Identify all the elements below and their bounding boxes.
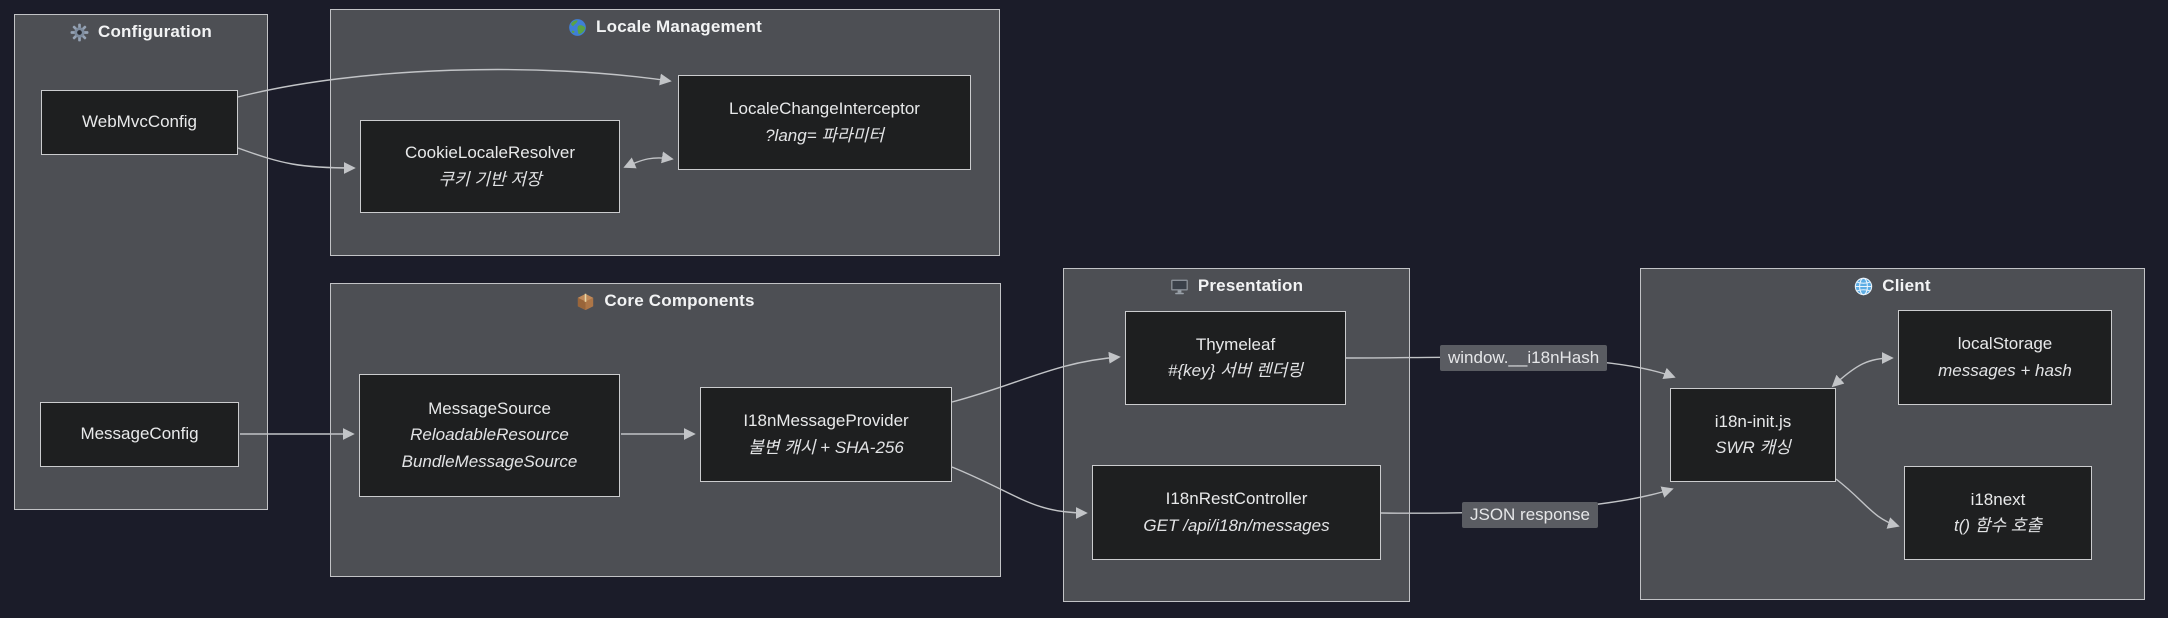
globe-meridians-icon (1854, 277, 1873, 296)
group-title-label: Presentation (1197, 276, 1304, 295)
monitor-icon (1170, 277, 1189, 296)
node-label: I18nMessageProvider (743, 411, 909, 431)
node-note: ReloadableResource (410, 425, 569, 445)
node-label: MessageConfig (80, 424, 199, 444)
node-label: Thymeleaf (1195, 334, 1276, 354)
node-note: SWR 캐싱 (1715, 438, 1791, 457)
group-title-label: Locale Management (596, 17, 762, 36)
edge-i18ninit-localstorage (1831, 352, 1894, 388)
node-messagesource: MessageSource ReloadableResource BundleM… (359, 374, 620, 497)
edge-cookielocaleresolver-localechangeinterceptor (623, 151, 674, 169)
node-cookielocaleresolver: CookieLocaleResolver 쿠키 기반 저장 (360, 120, 620, 213)
globe-icon (568, 18, 587, 37)
edge-webmvcconfig-localechangeinterceptor (237, 68, 672, 98)
node-note: ?lang= 파라미터 (765, 125, 884, 145)
group-title-label: Core Components (604, 291, 755, 310)
group-presentation-title: Presentation (1064, 276, 1409, 296)
edge-i18ninit-i18next (1835, 478, 1900, 529)
node-label: CookieLocaleResolver (404, 143, 576, 163)
group-client-title: Client (1641, 276, 2144, 296)
group-title-label: Configuration (97, 22, 213, 41)
node-localstorage: localStorage messages + hash (1898, 310, 2112, 405)
node-label: i18n-init.js (1714, 411, 1792, 431)
edge-i18nmessageprovider-thymeleaf (951, 351, 1121, 403)
package-icon (576, 292, 595, 311)
node-i18next: i18next t() 함수 호출 (1904, 466, 2092, 560)
node-label: LocaleChangeInterceptor (729, 99, 920, 119)
node-label: WebMvcConfig (82, 112, 197, 132)
edge-label-json-response: JSON response (1462, 502, 1598, 528)
node-note: 쿠키 기반 저장 (438, 169, 542, 189)
group-core-components-title: Core Components (331, 291, 1000, 311)
node-i18n-init-js: i18n-init.js SWR 캐싱 (1670, 388, 1836, 482)
node-webmvcconfig: WebMvcConfig (41, 90, 238, 155)
node-note: BundleMessageSource (401, 451, 578, 471)
node-messageconfig: MessageConfig (40, 402, 239, 467)
node-note: t() 함수 호출 (1953, 516, 2043, 535)
node-note: #{key} 서버 렌더링 (1168, 361, 1303, 380)
node-localechangeinterceptor: LocaleChangeInterceptor ?lang= 파라미터 (678, 75, 971, 170)
edge-webmvcconfig-cookielocaleresolver (237, 147, 356, 174)
node-note: 불변 캐시 + SHA-256 (748, 437, 904, 457)
node-i18nrestcontroller: I18nRestController GET /api/i18n/message… (1092, 465, 1381, 560)
edge-label-window-i18nhash: window.__i18nHash (1440, 345, 1608, 371)
node-note: GET /api/i18n/messages (1143, 515, 1330, 535)
group-locale-management-title: Locale Management (331, 17, 999, 37)
group-title-label: Client (1882, 276, 1931, 295)
group-configuration-title: Configuration (15, 22, 267, 42)
gear-icon (70, 23, 89, 42)
node-label: localStorage (1957, 334, 2053, 354)
node-label: MessageSource (428, 398, 551, 418)
edge-i18nmessageprovider-i18nrestcontroller (951, 466, 1088, 519)
node-label: i18next (1970, 489, 2026, 509)
node-label: I18nRestController (1165, 489, 1308, 509)
node-i18nmessageprovider: I18nMessageProvider 불변 캐시 + SHA-256 (700, 387, 952, 482)
node-note: messages + hash (1938, 360, 2072, 380)
node-thymeleaf: Thymeleaf #{key} 서버 렌더링 (1125, 311, 1346, 405)
